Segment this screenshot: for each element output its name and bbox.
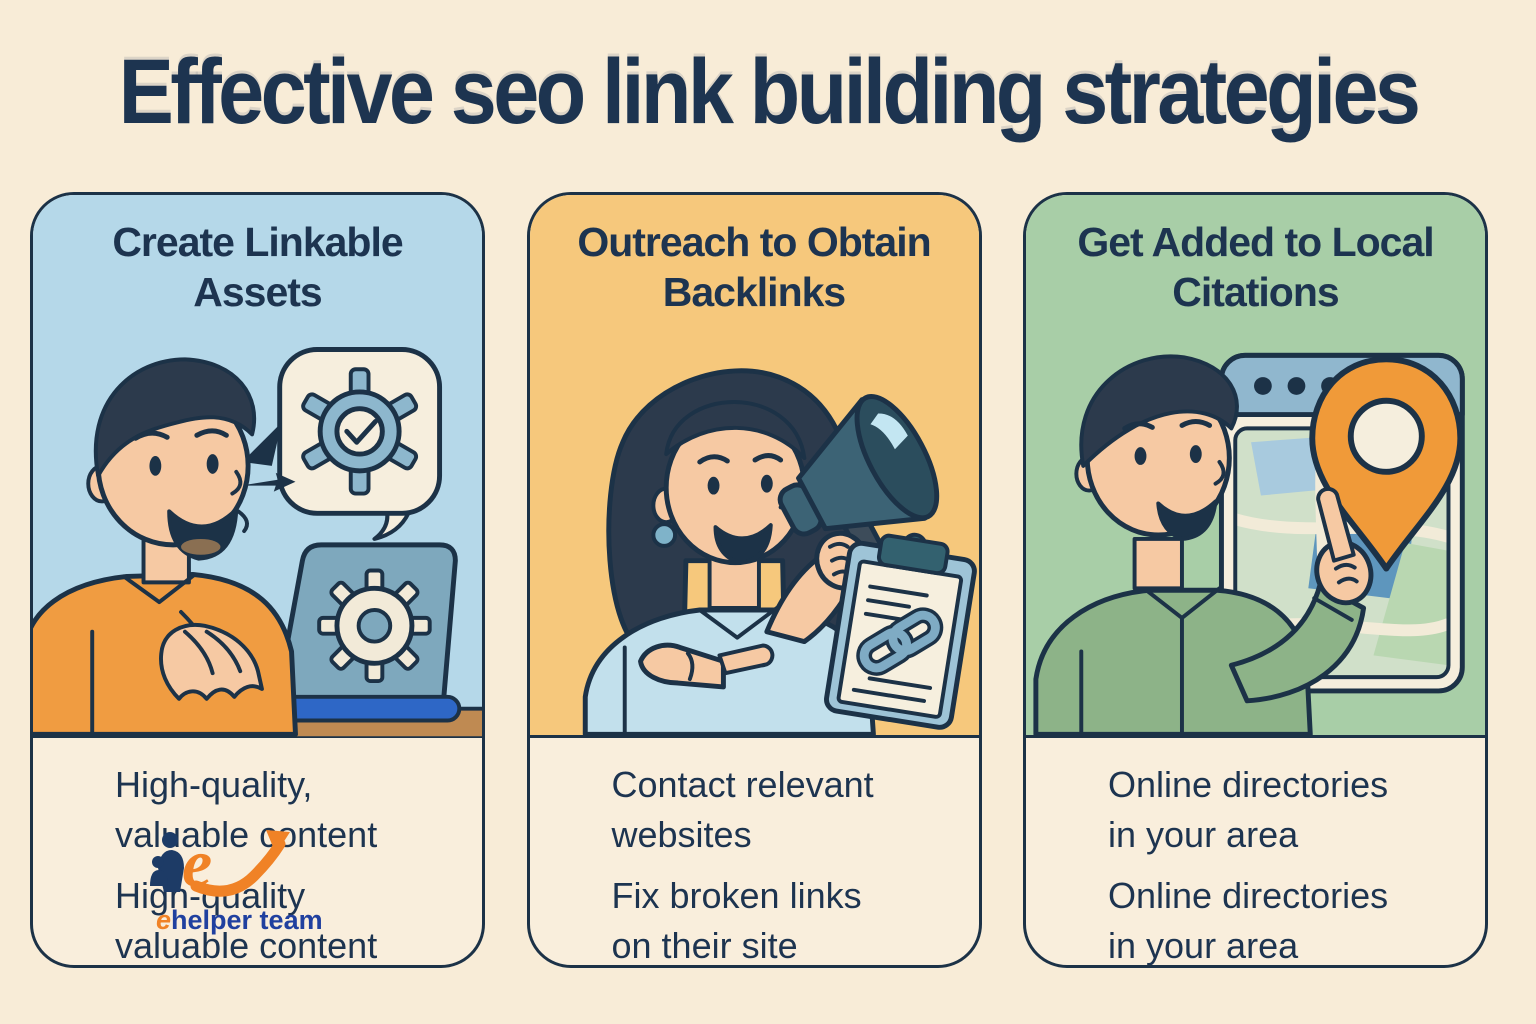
laptop-icon: [274, 542, 458, 704]
man-pointing-figure: [1033, 354, 1374, 737]
card-local-citations: Get Added to Local Citations: [1023, 192, 1488, 968]
ehelper-watermark: e ehelper team: [148, 825, 368, 935]
card-create-linkable-assets: Create Linkable Assets: [30, 192, 485, 968]
card2-title: Outreach to Obtain Backlinks: [577, 219, 931, 316]
earring: [650, 522, 677, 548]
woman-mouth: [713, 523, 773, 565]
card2-illustration-panel: Outreach to Obtain Backlinks: [529, 195, 979, 738]
strategy-cards: Create Linkable Assets: [30, 192, 1488, 970]
ehelper-logo-icon: e: [150, 825, 290, 901]
laptop-gear-icon: [317, 568, 432, 684]
woman-pointing-hand: [637, 642, 726, 690]
watermark-brand-text: ehelper team: [156, 905, 323, 935]
outreach-illustration: [582, 368, 977, 737]
people-silhouettes: [150, 832, 184, 892]
card1-title: Create Linkable Assets: [112, 219, 403, 316]
card-outreach-backlinks: Outreach to Obtain Backlinks: [526, 192, 982, 968]
speech-arrows-icon: [240, 422, 296, 492]
man-arm: [1228, 581, 1367, 704]
pointing-finger: [1316, 487, 1356, 563]
clipboard-link-icon: [823, 532, 977, 730]
location-pin-icon: [1309, 356, 1464, 572]
card-point: High-quality,valuable content: [115, 764, 378, 855]
man-typing-figure: [33, 357, 298, 737]
card1-illustration-panel: Create Linkable Assets: [33, 195, 482, 738]
local-citations-illustration: [1033, 352, 1465, 737]
linkable-assets-illustration: [33, 347, 482, 737]
card1-points: High-quality,valuable content High-quali…: [33, 738, 482, 966]
link-icon: [855, 607, 943, 676]
card3-illustration-panel: Get Added to Local Citations: [1026, 195, 1485, 738]
gear-check-speech-bubble-icon: [277, 347, 443, 541]
page-title: Effective seo link building strategies: [118, 41, 1421, 143]
card3-title: Get Added to Local Citations: [1077, 219, 1434, 316]
logo-e-swoosh: e: [182, 825, 290, 901]
